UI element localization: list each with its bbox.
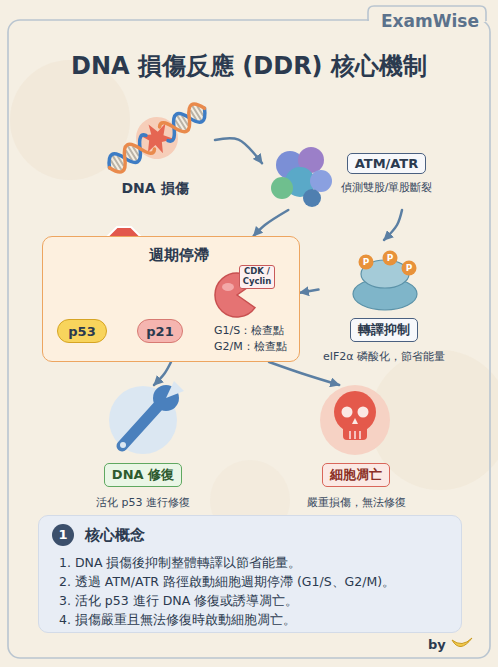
skull-tooth <box>354 431 356 439</box>
skull-nose <box>352 418 358 424</box>
phosphate-label: P <box>359 255 373 269</box>
base-pair <box>177 115 187 130</box>
base-pair <box>192 105 202 120</box>
arrow-connector <box>300 290 319 293</box>
brand-label: ExamWise <box>381 11 479 31</box>
phosphate-dot <box>402 261 417 276</box>
protein-subunit <box>271 177 293 199</box>
phosphate-label: P <box>383 251 397 265</box>
p21-pill: p21 <box>137 319 183 343</box>
icon-glow <box>320 385 390 455</box>
skull-eye <box>358 407 369 418</box>
atm-atr-protein <box>271 147 332 207</box>
damage-node: DNA 損傷 <box>95 100 215 200</box>
dna-strand <box>158 100 209 143</box>
node-note: 嚴重損傷，無法修復 <box>307 495 406 510</box>
node-label: DNA 損傷 <box>121 180 188 198</box>
dna-strand <box>104 134 155 177</box>
diagram-title: DNA 損傷反應 (DDR) 核心機制 <box>0 50 498 82</box>
skull-tooth <box>359 431 361 439</box>
base-pair <box>128 146 138 161</box>
list-item: 4. 損傷嚴重且無法修復時啟動細胞凋亡。 <box>59 610 296 629</box>
shape-highlight <box>222 283 234 291</box>
banana-icon <box>452 638 472 647</box>
repair-node: DNA 修復活化 p53 進行修復 <box>88 385 198 510</box>
node-title: 轉譯抑制 <box>350 318 418 342</box>
node-note: 活化 p53 進行修復 <box>96 495 190 510</box>
phosphate-label: P <box>402 261 416 275</box>
wrench-handle <box>122 404 160 446</box>
apoptosis-node: 細胞凋亡嚴重損傷，無法修復 <box>300 385 412 510</box>
wrench-icon <box>109 381 184 454</box>
translation-node: 轉譯抑制 eIF2α 磷酸化，節省能量 <box>319 240 450 364</box>
protein-subunit <box>310 170 332 192</box>
byline: by <box>428 637 446 652</box>
protein-label: p21 <box>146 324 173 339</box>
checkpoint-label: G2/M：檢查點 <box>214 339 287 354</box>
arrow-connector <box>254 210 289 236</box>
box-heading: 週期停滯 <box>149 245 209 265</box>
wrench-hole <box>120 442 126 448</box>
base-pairs <box>109 103 205 172</box>
protein-subunit <box>303 189 321 207</box>
complex-label: CDK / Cyclin <box>239 265 275 289</box>
node-title: DNA 修復 <box>104 463 182 487</box>
list-item: 2. 透過 ATM/ATR 路徑啟動細胞週期停滯 (G1/S、G2/M)。 <box>59 572 395 591</box>
arrow-connector <box>154 362 171 385</box>
protein-label: p53 <box>68 324 95 339</box>
node-note: eIF2α 磷酸化，節省能量 <box>323 349 445 364</box>
p53-pill: p53 <box>57 319 107 343</box>
page-frame <box>8 20 490 658</box>
sensor-node: ATM/ATR 偵測雙股/單股斷裂 <box>262 138 437 210</box>
dna-helix <box>98 91 215 186</box>
arrow-connector <box>215 138 262 163</box>
node-note: 偵測雙股/單股斷裂 <box>341 180 433 195</box>
arrow-connector <box>384 210 402 240</box>
paper-stains <box>10 60 498 540</box>
panel-heading: 核心概念 <box>85 525 145 545</box>
dna-strand <box>104 134 155 177</box>
key-concepts-panel: 核心概念 1. DNA 損傷後抑制整體轉譯以節省能量。2. 透過 ATM/ATR … <box>38 515 462 633</box>
phosphate-dot <box>383 251 398 266</box>
skull-tooth <box>349 431 351 439</box>
node-title: 細胞凋亡 <box>322 463 390 487</box>
phosphate-dot <box>359 255 374 270</box>
banana <box>452 638 472 647</box>
base-pair <box>112 155 122 170</box>
list-item: 3. 活化 p53 進行 DNA 修復或誘導凋亡。 <box>59 591 298 610</box>
damage-glow <box>128 109 186 167</box>
cdk-cyclin-shape: CDK / Cyclin <box>211 265 275 319</box>
skull-icon <box>320 385 390 455</box>
dna-strand <box>158 100 209 143</box>
wrench-notch <box>166 381 184 398</box>
skull-jaw <box>343 424 367 440</box>
ribosome <box>353 251 417 311</box>
skull-teeth <box>350 431 360 439</box>
callout-number: 1 <box>52 524 74 546</box>
skull-eye <box>342 407 353 418</box>
node-title: ATM/ATR <box>347 153 427 174</box>
checkpoint-label: G1/S：檢查點 <box>214 323 284 338</box>
arrow-connector <box>269 362 339 385</box>
list-item: 1. DNA 損傷後抑制整體轉譯以節省能量。 <box>59 553 301 572</box>
